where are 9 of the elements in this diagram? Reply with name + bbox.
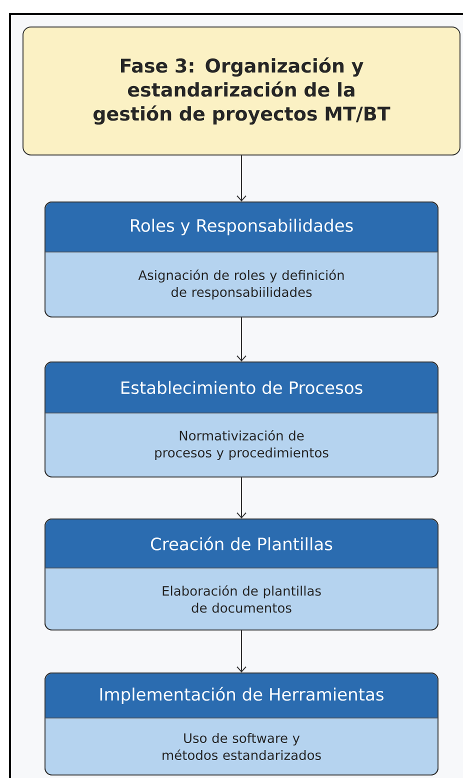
process-box: Creación de Plantillas Elaboración de plantillas de documentos [44,518,438,630]
title-box: Fase 3: Organización y estandarización de la gestión de proyectos MT/BT [22,26,460,156]
process-box: Roles y Responsabilidades Asignación de roles y definición de responsabiilidades [44,202,438,318]
arrow [236,630,246,672]
arrow [236,155,246,202]
process-box: Implementación de Herramientas Uso de software y métodos estandarizados [44,672,438,776]
arrow [236,477,246,518]
process-box: Establecimiento de Procesos Normativización de procesos y procedimientos [44,362,438,478]
arrow [236,317,246,362]
